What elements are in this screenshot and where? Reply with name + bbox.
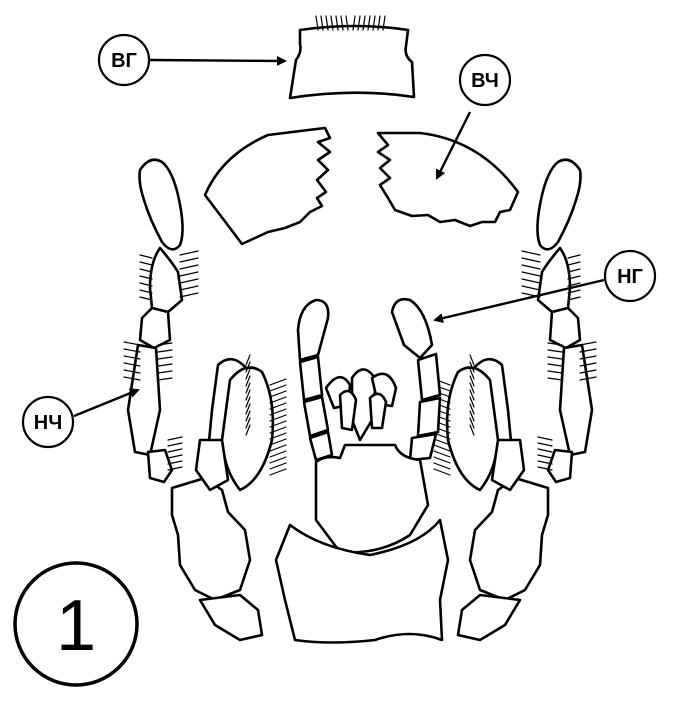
seta-line — [168, 449, 182, 452]
seta-line — [180, 279, 198, 283]
seta-line — [548, 371, 562, 373]
seta-line — [522, 286, 540, 290]
seta-line — [522, 272, 540, 276]
seta-line — [180, 258, 198, 262]
seta-line — [434, 451, 450, 457]
seta-line — [538, 449, 552, 452]
seta-line — [158, 371, 172, 373]
seta-line — [522, 279, 540, 283]
seta-line — [180, 265, 198, 269]
seta-line — [270, 469, 286, 475]
arrow-lower-lip — [435, 280, 604, 320]
label-lower-jaw-text: НЧ — [34, 412, 63, 434]
seta-line — [140, 262, 152, 265]
seta-line — [548, 350, 562, 352]
seta-line — [434, 457, 450, 463]
seta-line — [158, 350, 172, 352]
lower-lip-drawing — [276, 299, 448, 642]
seta-line — [538, 443, 552, 446]
seta-line — [168, 443, 182, 446]
label-lower-jaw: НЧ — [23, 390, 138, 447]
right-mandible-drawing — [378, 133, 518, 226]
seta-line — [568, 255, 580, 258]
label-lower-lip-text: НГ — [617, 266, 643, 288]
seta-line — [180, 293, 198, 297]
seta-line — [158, 378, 172, 380]
seta-line — [270, 379, 286, 385]
seta-line — [538, 437, 552, 440]
seta-line — [580, 342, 596, 345]
label-upper-lip-text: ВГ — [111, 50, 137, 72]
arrow-upper-lip — [150, 60, 285, 61]
figure-number-text: 1 — [56, 586, 96, 666]
seta-line — [548, 364, 562, 366]
seta-line — [434, 445, 450, 451]
label-upper-lip: ВГ — [99, 35, 285, 85]
seta-line — [180, 286, 198, 290]
right-maxilla-drawing — [434, 160, 596, 640]
seta-line — [270, 451, 286, 457]
seta-line — [124, 342, 140, 345]
seta-line — [568, 262, 580, 265]
left-mandible-drawing — [205, 128, 330, 244]
seta-line — [140, 255, 152, 258]
upper-lip-drawing — [290, 16, 414, 98]
seta-line — [434, 469, 450, 475]
seta-line — [158, 364, 172, 366]
figure-number-badge: 1 — [15, 563, 137, 685]
seta-line — [168, 437, 182, 440]
seta-line — [522, 251, 540, 255]
seta-line — [522, 258, 540, 262]
seta-line — [270, 445, 286, 451]
seta-line — [548, 357, 562, 359]
seta-line — [270, 397, 286, 403]
seta-line — [270, 463, 286, 469]
seta-line — [168, 455, 182, 458]
seta-line — [434, 463, 450, 469]
seta-line — [180, 272, 198, 276]
seta-line — [522, 265, 540, 269]
label-upper-jaw-text: ВЧ — [471, 70, 499, 92]
seta-line — [158, 357, 172, 359]
seta-line — [270, 391, 286, 397]
seta-line — [270, 457, 286, 463]
seta-line — [180, 251, 198, 255]
seta-line — [548, 378, 562, 380]
seta-line — [270, 385, 286, 391]
seta-line — [538, 455, 552, 458]
